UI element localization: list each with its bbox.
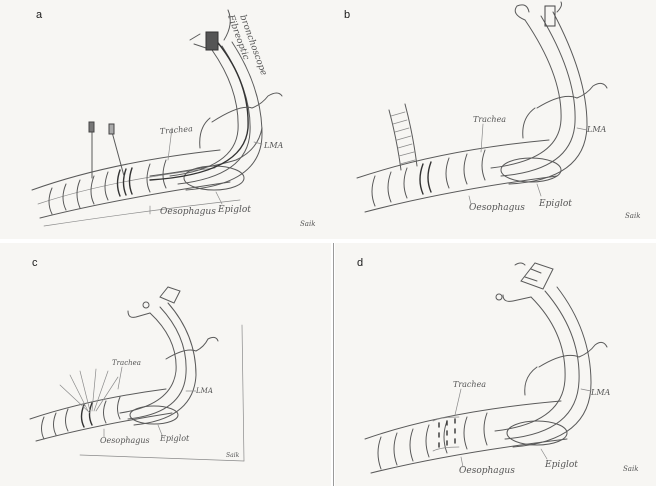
lma-tube-d: [495, 263, 591, 447]
label-oesophagus-c: Oesophagus: [100, 436, 150, 445]
trachea-rings-d: [365, 401, 567, 473]
drawing-c: Trachea LMA Oesophagus Epiglot Saik: [0, 243, 331, 486]
label-trachea-c: Trachea: [112, 359, 141, 367]
label-lma-a: LMA: [263, 141, 284, 150]
sutures-c: [60, 369, 118, 413]
drawing-d: Trachea LMA Oesophagus Epiglot Saik: [335, 243, 656, 486]
label-trachea-b: Trachea: [473, 115, 506, 124]
label-epiglottis-c: Epiglot: [159, 434, 190, 443]
guide-wires-a: [89, 122, 124, 178]
trachea-rings-b: [357, 140, 557, 212]
stitches-d: [433, 417, 459, 451]
label-lma-b: LMA: [586, 125, 607, 134]
vertical-divider: [333, 243, 334, 486]
label-epiglottis-b: Epiglot: [538, 199, 572, 209]
label-lma-d: LMA: [590, 388, 611, 397]
signature-b: Saik: [625, 212, 640, 220]
label-epiglottis-d: Epiglot: [544, 460, 578, 470]
label-epiglottis-a: Epiglot: [217, 205, 251, 215]
signature-c: Saik: [226, 452, 240, 459]
label-trachea-d: Trachea: [453, 380, 486, 389]
lma-tube-c: [120, 287, 196, 425]
label-lma-c: LMA: [195, 387, 213, 395]
label-trachea-a: Trachea: [159, 124, 193, 136]
label-oesophagus-a: Oesophagus: [160, 207, 216, 217]
horizontal-divider: [0, 240, 656, 242]
label-oesophagus-d: Oesophagus: [459, 466, 515, 476]
panel-b: b: [331, 0, 656, 239]
panel-c: c: [0, 243, 331, 486]
lma-tube-b: [491, 2, 587, 184]
panel-d: d: [335, 243, 656, 486]
panel-a: a: [0, 0, 331, 239]
drawing-b: Trachea LMA Oesophagus Epiglot Saik: [331, 0, 656, 239]
drawing-a: Fibreoptic bronchoscope Trachea LMA Oeso…: [0, 0, 331, 239]
label-oesophagus-b: Oesophagus: [469, 203, 525, 213]
signature-a: Saik: [300, 220, 315, 228]
corrugated-tube-b: [389, 104, 417, 170]
signature-d: Saik: [623, 465, 638, 473]
